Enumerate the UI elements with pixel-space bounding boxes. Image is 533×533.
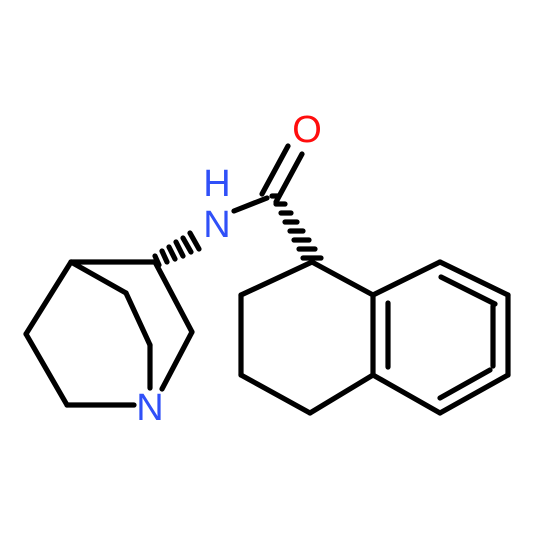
bond bbox=[370, 259, 443, 298]
oxygen-atom-label: O bbox=[292, 109, 322, 151]
bond bbox=[273, 151, 305, 205]
bond bbox=[23, 331, 70, 408]
bond bbox=[68, 259, 129, 296]
bond bbox=[23, 259, 74, 337]
bond bbox=[437, 259, 511, 298]
bond bbox=[438, 274, 498, 307]
bond bbox=[231, 195, 270, 214]
hashed-wedge-bond bbox=[152, 230, 202, 268]
bond bbox=[123, 290, 153, 348]
bond bbox=[437, 367, 493, 401]
nh-h-label: H bbox=[203, 163, 230, 205]
hashed-wedge-bond bbox=[269, 193, 324, 261]
ring-nitrogen-label: N bbox=[136, 387, 163, 429]
bond bbox=[238, 259, 315, 298]
bond bbox=[370, 372, 443, 416]
bond bbox=[238, 372, 313, 416]
nh-n-label: N bbox=[203, 204, 230, 246]
bond bbox=[152, 259, 195, 335]
bond bbox=[437, 372, 511, 416]
bond bbox=[159, 329, 195, 392]
bond bbox=[307, 372, 376, 416]
bond bbox=[309, 259, 376, 298]
bond bbox=[259, 143, 291, 197]
